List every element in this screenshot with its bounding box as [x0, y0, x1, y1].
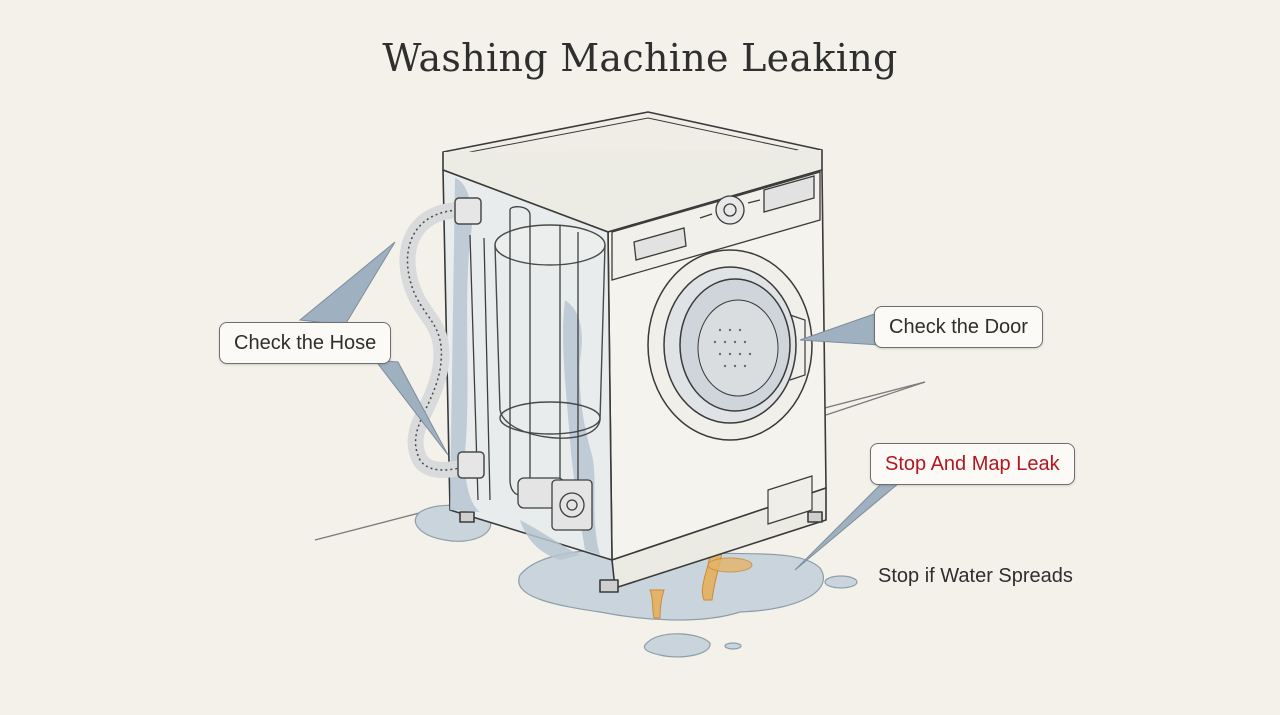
callout-stop-map-leak: Stop And Map Leak: [870, 443, 1075, 485]
drum-holes: [713, 328, 752, 368]
hose-pointer-upper: [298, 241, 396, 326]
control-panel: [611, 171, 821, 281]
door: [647, 249, 813, 441]
drain-pump: [517, 477, 593, 531]
filter-hatch: [767, 475, 813, 525]
note-stop-if-spreads: Stop if Water Spreads: [878, 565, 1073, 587]
floor-line-back: [825, 381, 926, 416]
page-title: Washing Machine Leaking: [382, 36, 898, 80]
callout-check-door: Check the Door: [874, 306, 1043, 348]
hose: [399, 197, 485, 479]
callout-check-hose: Check the Hose: [219, 322, 392, 364]
callout-pointers: [298, 241, 907, 571]
